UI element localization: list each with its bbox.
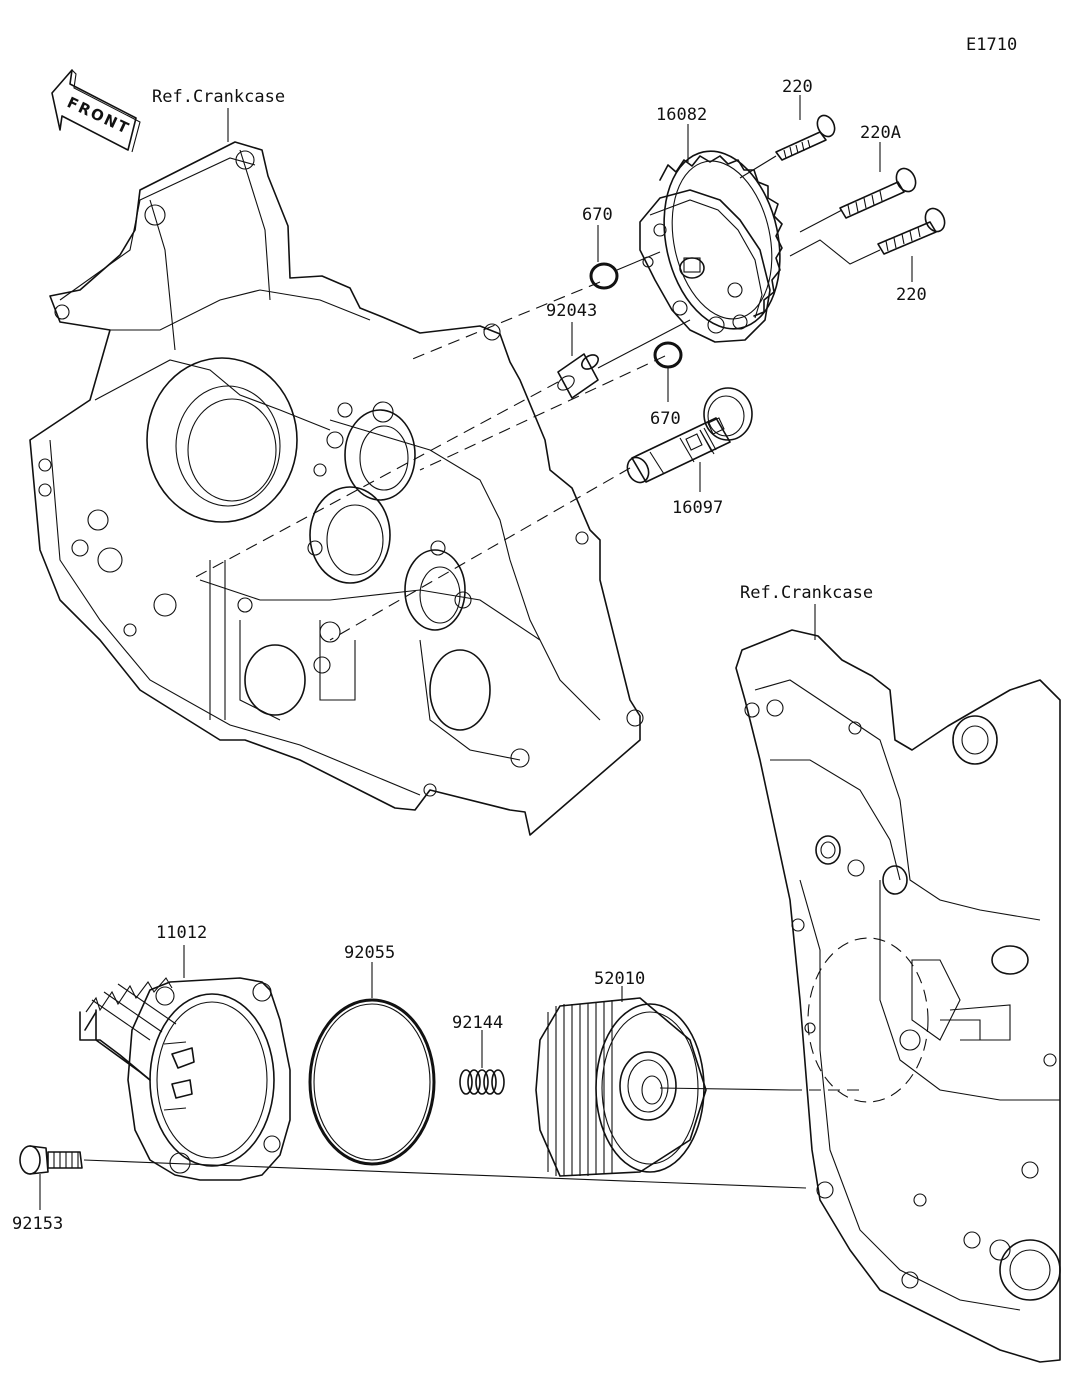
diagram-code: E1710 xyxy=(966,35,1017,55)
dowel-pin-92043 xyxy=(557,353,599,399)
label-670-top: 670 xyxy=(582,205,613,225)
upper-crankcase-ref: Ref.Crankcase xyxy=(152,87,285,107)
lower-crankcase xyxy=(735,629,1061,1363)
label-92144: 92144 xyxy=(452,1013,503,1033)
bolt-220-bottom xyxy=(877,207,946,255)
bolt-92153 xyxy=(19,1145,83,1175)
spring-92144 xyxy=(459,1069,505,1095)
lower-crankcase-ref: Ref.Crankcase xyxy=(740,583,873,603)
oil-filter-52010 xyxy=(535,997,707,1177)
o-ring-670-top xyxy=(589,262,619,290)
bolt-220A xyxy=(839,167,917,219)
label-92055: 92055 xyxy=(344,943,395,963)
label-92153: 92153 xyxy=(12,1214,63,1234)
label-16082: 16082 xyxy=(656,105,707,125)
label-220A: 220A xyxy=(860,123,901,143)
label-220-top: 220 xyxy=(782,77,813,97)
oil-filter-cover-11012 xyxy=(79,977,291,1181)
o-ring-92055 xyxy=(308,998,436,1166)
label-220-bottom: 220 xyxy=(896,285,927,305)
label-16097: 16097 xyxy=(672,498,723,518)
oil-pump xyxy=(639,150,783,343)
label-92043: 92043 xyxy=(546,301,597,321)
label-52010: 52010 xyxy=(594,969,645,989)
front-label: FRONT xyxy=(64,93,133,138)
oil-strainer-16097 xyxy=(626,387,753,484)
label-11012: 11012 xyxy=(156,923,207,943)
front-arrow-icon: FRONT xyxy=(51,69,141,153)
o-ring-670-bottom xyxy=(653,341,683,369)
bolt-220-top xyxy=(775,114,836,161)
label-670-bottom: 670 xyxy=(650,409,681,429)
upper-crankcase xyxy=(29,141,644,836)
